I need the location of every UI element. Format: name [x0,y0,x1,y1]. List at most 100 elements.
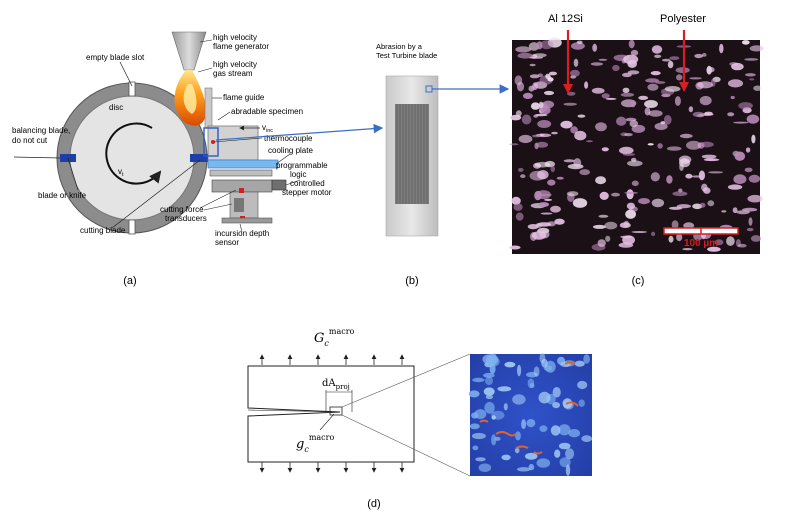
scale-bar-label: 100 µm [684,238,718,249]
al-si-phase [529,74,540,79]
particle [524,452,538,460]
arrowhead-al12si [563,84,573,94]
abradable-specimen-box [203,127,219,157]
al-si-phase [534,161,551,168]
al-si-phase [595,122,607,132]
al-si-phase [707,246,721,252]
al-si-phase [631,180,639,187]
label-bg-b [372,40,452,62]
particle [475,457,486,462]
particle [581,435,593,442]
label-cutting-force-2: transducers [165,214,207,223]
leader-force-1 [199,189,237,209]
label-programmable-1: programmable [276,161,328,170]
particle [550,425,561,436]
al-si-phase [623,220,630,227]
label-empty-blade-slot: empty blade slot [86,53,145,62]
al-si-phase [622,87,630,94]
al-si-phase [748,217,753,226]
al-si-phase [515,110,522,117]
al-si-phase [605,235,611,242]
al-si-phase [744,58,759,61]
label-balancing-blade-2: do not cut [12,136,48,145]
al-si-phase [626,189,634,200]
al-si-phase [701,183,708,192]
al-si-phase [545,73,551,80]
al-si-phase [550,205,561,213]
al-si-phase [702,53,707,57]
leader-gas [197,67,213,73]
al-si-phase [574,130,587,141]
al-si-phase [706,66,715,73]
al-si-phase [592,43,598,52]
al-si-phase [638,95,649,100]
particle [517,467,531,472]
particle [503,403,508,411]
al-si-phase [699,141,714,148]
label-abrasion-1: Abrasion by a [376,42,423,51]
al-si-phase [664,86,681,92]
al-si-phase [737,243,747,248]
particle [530,383,535,388]
al-si-phase [719,43,724,54]
cooling-plate [207,159,279,169]
al-si-phase [638,198,650,205]
label-cutting-blade: cutting blade [80,226,126,235]
al-si-phase [650,172,660,182]
al-si-phase [528,85,535,92]
particle [491,415,496,420]
micro-crack [479,419,489,423]
al-si-phase [598,214,609,218]
micro-crack [533,451,543,455]
label-al12si: Al 12Si [548,13,583,25]
al-si-phase [530,102,541,110]
particle [583,354,590,364]
al-si-phase [685,173,693,179]
al-si-phase [529,56,544,59]
particle [568,429,581,438]
al-si-phase [654,81,666,84]
al-si-phase [669,206,683,210]
al-si-phase [748,174,761,183]
al-si-phase [733,121,749,124]
al-si-phase [624,133,633,137]
al-si-phase [630,100,636,108]
particle [471,412,479,419]
label-programmable-4: stepper motor [282,188,332,197]
particle [472,445,479,451]
al-si-phase [750,235,762,242]
label-programmable-2: logic [290,170,306,179]
micrograph-background [512,40,760,254]
al-si-phase [627,70,640,75]
al-si-phase [744,167,753,173]
al-si-phase [543,90,555,96]
al-si-phase [674,96,681,106]
al-si-phase [751,134,756,144]
label-cutting-force-1: cutting force [160,205,204,214]
flame-core [183,84,197,114]
top-traction-arrows [259,354,405,365]
al-si-phase [536,141,549,148]
leader-cooling [275,153,291,165]
column-inner [234,198,244,212]
al-si-phase [605,97,617,100]
al-si-phase [620,235,633,239]
al-si-phase [598,58,608,61]
al-si-phase [590,62,604,66]
al-si-phase [698,170,706,181]
thermocouple-dot [211,140,215,144]
empty-blade-slot-bottom [128,219,136,235]
al-si-phase [631,231,648,233]
crack-front [247,409,341,413]
al-si-phase [511,196,521,205]
al-si-phase [597,239,606,247]
particle [541,358,548,368]
al-si-phase [624,191,638,194]
al-si-phase [648,110,663,117]
label-abradable-specimen: abradable specimen [231,107,303,116]
al-si-phase [599,191,609,200]
al-si-phase [645,78,660,83]
particle [497,386,512,392]
label-dA-proj: dAproj [322,378,350,391]
